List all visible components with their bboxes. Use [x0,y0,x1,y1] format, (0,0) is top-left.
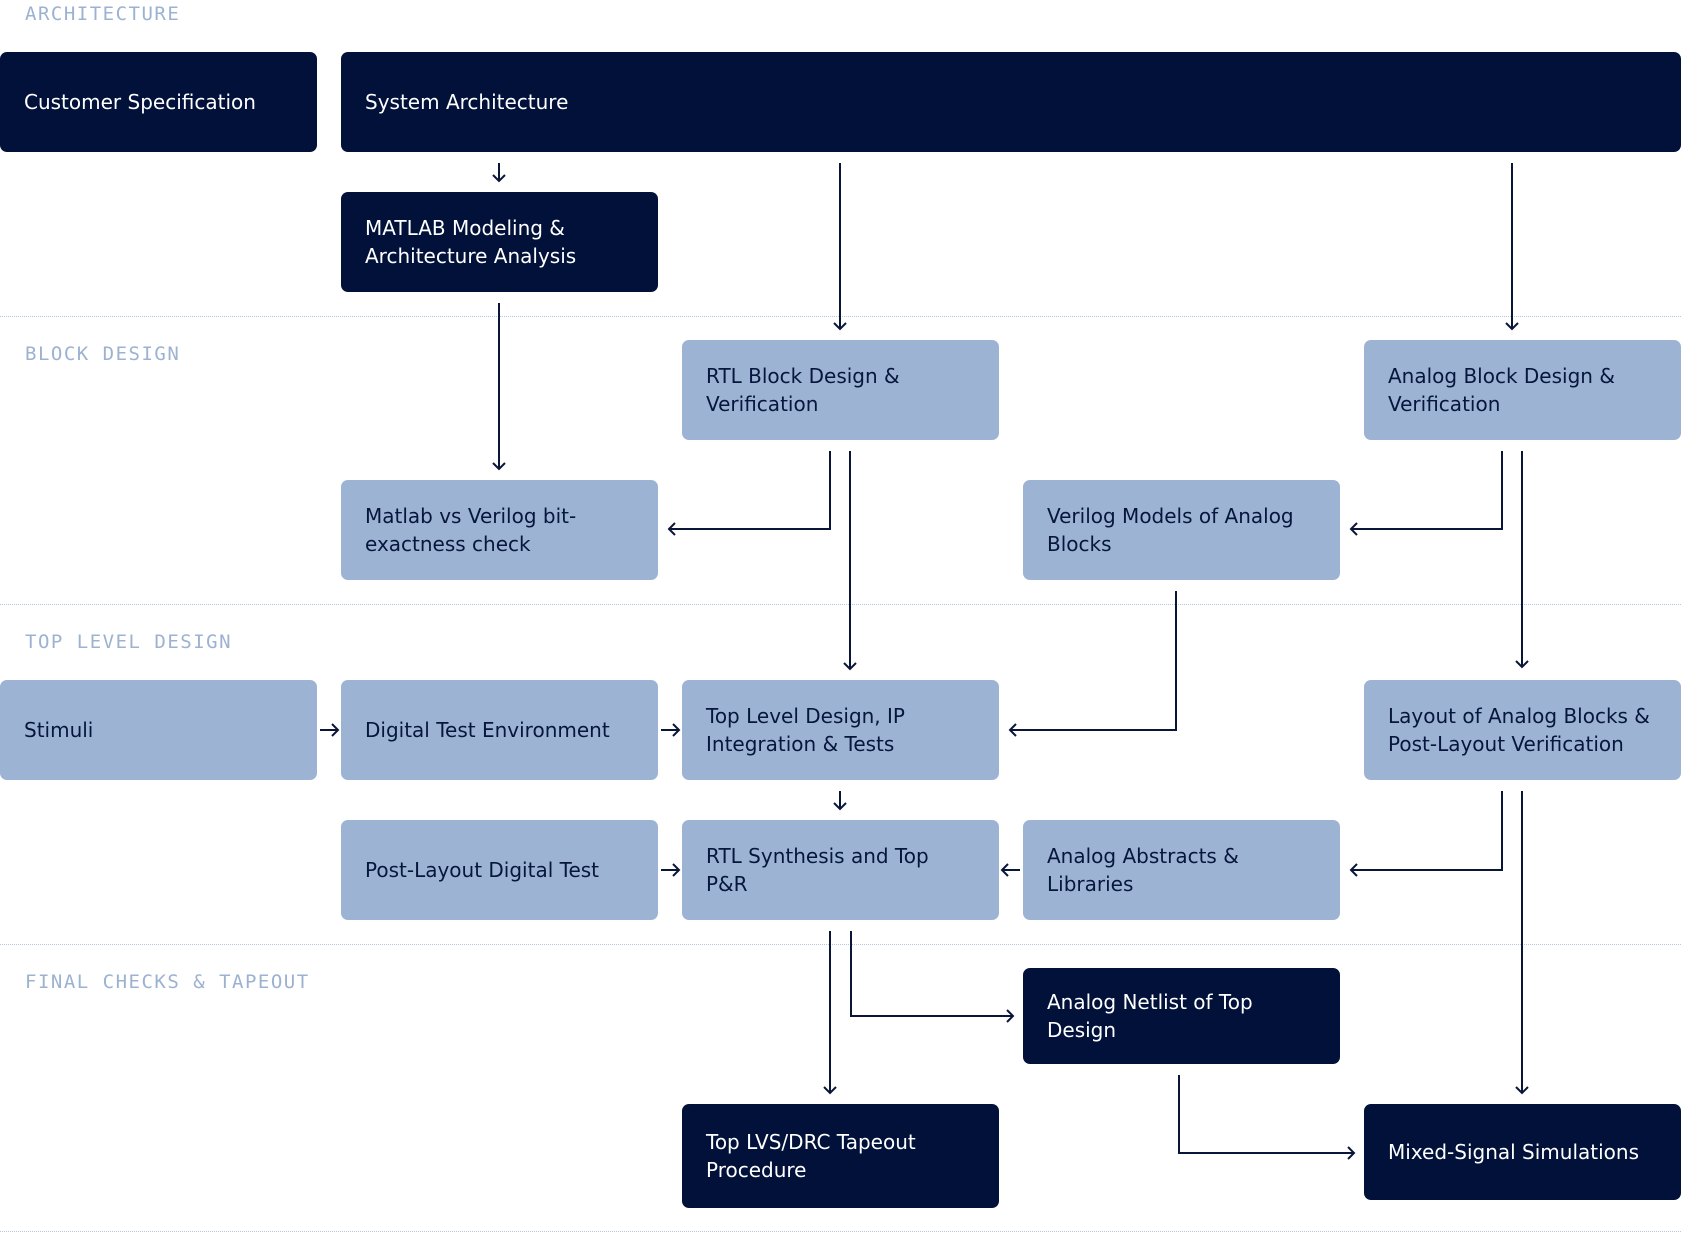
arrowhead [1008,723,1017,737]
node-label: Post-Layout Digital Test [365,858,600,882]
node-label: Top Level Design, IP Integration & Tests [706,704,905,756]
arrowhead [667,522,676,536]
node-matlab-modeling: MATLAB Modeling & Architecture Analysis [341,192,658,292]
node-label: Mixed-Signal Simulations [1388,1140,1639,1164]
arrowhead [1515,660,1529,669]
node-label: MATLAB Modeling & Architecture Analysis [365,216,577,268]
section-label-architecture: ARCHITECTURE [25,3,181,25]
arrowhead [1505,322,1519,331]
arrow-connector [669,451,831,530]
node-top-level-design: Top Level Design, IP Integration & Tests [682,680,999,780]
section-label-final-checks: FINAL CHECKS & TAPEOUT [25,971,310,993]
arrowhead [1006,1009,1015,1023]
arrowhead [492,462,506,471]
section-label-block-design: BLOCK DESIGN [25,343,181,365]
node-label: RTL Synthesis and Top P&R [706,844,929,896]
node-top-lvs-drc: Top LVS/DRC Tapeout Procedure [682,1104,999,1208]
node-label: Digital Test Environment [365,718,610,742]
arrowhead [1347,1146,1356,1160]
node-layout-analog-blocks: Layout of Analog Blocks & Post-Layout Ve… [1364,680,1681,780]
arrow-connector [1351,451,1503,530]
section-label-top-level-design: TOP LEVEL DESIGN [25,631,233,653]
node-matlab-vs-verilog-check: Matlab vs Verilog bit-exactness check [341,480,658,580]
section-divider [0,944,1681,945]
arrowhead [833,802,847,811]
node-label: Verilog Models of Analog Blocks [1047,504,1294,556]
section-divider [0,316,1681,317]
arrowhead [331,723,340,737]
arrow-connector [1351,791,1503,871]
arrowhead [1000,863,1009,877]
node-post-layout-digital-test: Post-Layout Digital Test [341,820,658,920]
node-system-architecture: System Architecture [341,52,1681,152]
arrowhead [1515,1086,1529,1095]
node-label: Analog Block Design & Verification [1388,364,1615,416]
node-rtl-block-design: RTL Block Design & Verification [682,340,999,440]
node-label: Analog Abstracts & Libraries [1047,844,1239,896]
node-label: Analog Netlist of Top Design [1047,990,1253,1042]
node-mixed-signal-simulations: Mixed-Signal Simulations [1364,1104,1681,1200]
node-label: Layout of Analog Blocks & Post-Layout Ve… [1388,704,1650,756]
arrowhead [823,1086,837,1095]
arrowhead [833,322,847,331]
node-stimuli: Stimuli [0,680,317,780]
arrowhead [672,863,681,877]
node-label: Stimuli [24,718,94,742]
node-label: Customer Specification [24,90,256,114]
node-label: Matlab vs Verilog bit-exactness check [365,504,577,556]
arrowhead [492,174,506,183]
section-divider [0,1231,1681,1232]
node-rtl-synthesis: RTL Synthesis and Top P&R [682,820,999,920]
node-label: Top LVS/DRC Tapeout Procedure [706,1130,916,1182]
arrow-connector [1010,591,1177,731]
node-analog-netlist: Analog Netlist of Top Design [1023,968,1340,1064]
node-analog-abstracts: Analog Abstracts & Libraries [1023,820,1340,920]
node-verilog-models-analog: Verilog Models of Analog Blocks [1023,480,1340,580]
arrowhead [1349,522,1358,536]
arrowhead [843,662,857,671]
arrowhead [1349,863,1358,877]
node-label: RTL Block Design & Verification [706,364,900,416]
node-customer-specification: Customer Specification [0,52,317,152]
section-divider [0,604,1681,605]
arrowhead [672,723,681,737]
arrow-connector [1178,1075,1354,1154]
node-label: System Architecture [365,90,569,114]
node-analog-block-design: Analog Block Design & Verification [1364,340,1681,440]
node-digital-test-environment: Digital Test Environment [341,680,658,780]
